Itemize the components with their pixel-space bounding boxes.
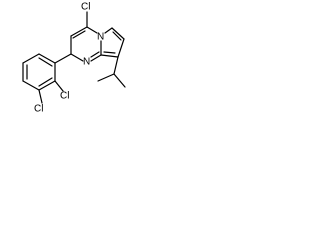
bond-b4-b5 [22, 80, 40, 91]
bond-c3-c3a [100, 54, 119, 58]
bond-c5-aryl [54, 53, 72, 64]
bond-ch-me1 [97, 73, 115, 82]
bond-b1-b2-inner [38, 57, 53, 67]
bond-c2-c3 [117, 38, 125, 58]
bond-b2-b3 [22, 53, 40, 64]
bond-b5-cl [38, 89, 43, 104]
bond-b1-b2 [38, 53, 56, 64]
bond-ch-me2 [113, 73, 126, 88]
bond-c7-c6-inner [72, 30, 86, 39]
bond-n4-c3a [90, 54, 102, 62]
bond-b5-b6 [38, 80, 56, 91]
atom-labels: Cl N N Cl Cl [34, 2, 104, 115]
bond-c3-ch [113, 56, 119, 75]
bond-n4-c3a-inner [90, 51, 100, 58]
atom-label-cl-top: Cl [81, 2, 90, 13]
bond-c7-c6 [70, 26, 88, 37]
bond-c5-n4 [70, 53, 84, 62]
bond-n2-c2 [111, 27, 125, 40]
bond-n1-n2 [104, 27, 113, 34]
bond-b5-b6-inner [38, 77, 53, 87]
bond-n1-c7 [86, 26, 98, 34]
bond-n2-c2-inner [112, 31, 122, 41]
atom-label-n-pyrimidine: N [83, 57, 90, 68]
atom-label-cl-meta: Cl [34, 104, 43, 115]
atom-label-n-pyrazole: N [97, 32, 104, 43]
structure-diagram: Cl N N Cl Cl [22, 2, 126, 115]
bond-b6-cl [54, 80, 64, 92]
atom-label-cl-ortho: Cl [60, 91, 69, 102]
bonds [22, 11, 126, 104]
bond-c3-c3a-inner [103, 51, 116, 54]
